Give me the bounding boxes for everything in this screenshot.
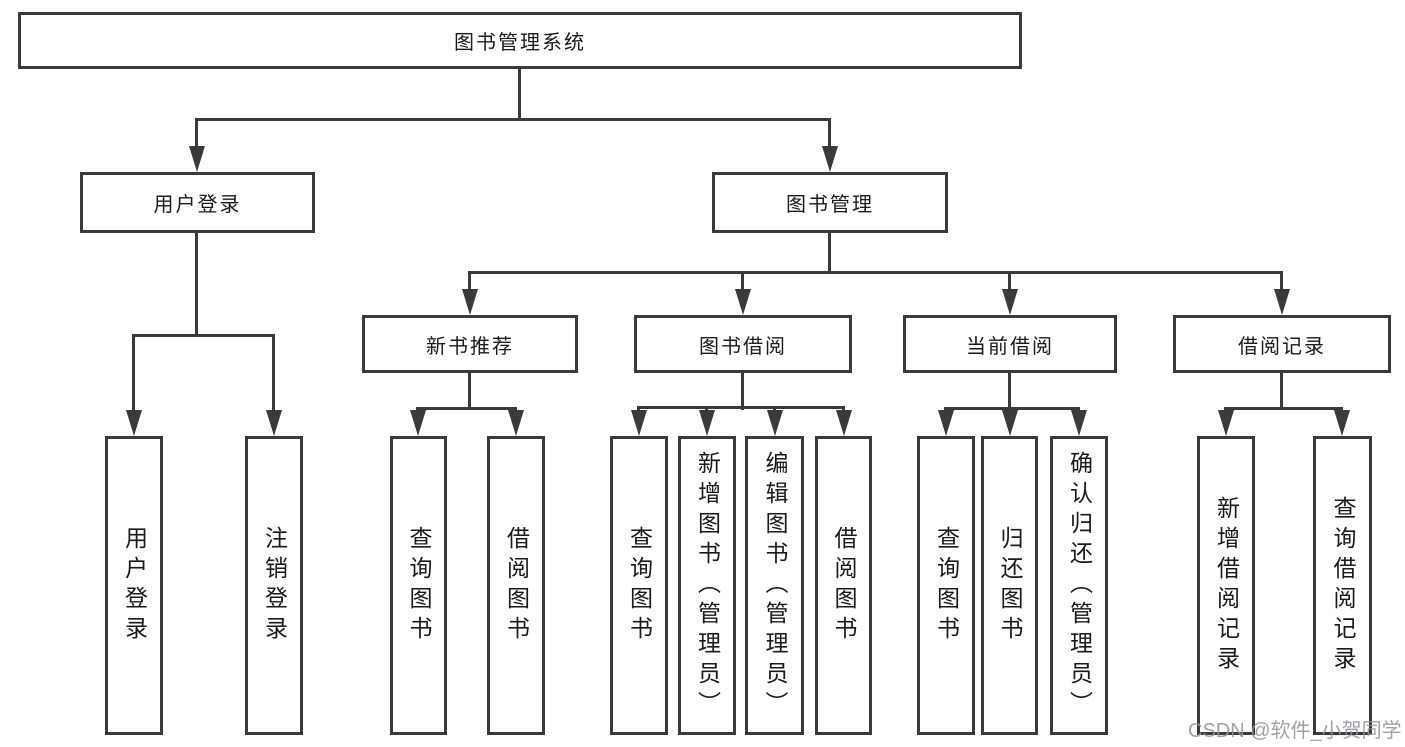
connector-line	[741, 373, 744, 410]
arrow-down-icon	[462, 289, 478, 315]
leaf-add-books-admin-label: 新增图书（管理员）	[694, 450, 721, 721]
connector-line	[518, 69, 521, 121]
arrow-down-icon	[1218, 410, 1234, 436]
leaf-query-books-borrow: 查询图书	[610, 436, 668, 735]
connector-line	[1280, 271, 1283, 293]
connector-line	[468, 373, 471, 410]
connector-line	[416, 407, 517, 410]
arrow-down-icon	[822, 146, 838, 172]
arrow-down-icon	[266, 410, 282, 436]
arrow-down-icon	[1002, 410, 1018, 436]
connector-line	[132, 334, 135, 414]
leaf-borrow-books-recommend: 借阅图书	[487, 436, 545, 735]
leaf-add-borrow-record: 新增借阅记录	[1197, 436, 1255, 735]
leaf-edit-books-admin: 编辑图书（管理员）	[745, 436, 804, 735]
connector-line	[741, 271, 744, 293]
leaf-query-books-current-label: 查询图书	[933, 525, 960, 646]
arrow-down-icon	[631, 410, 647, 436]
arrow-down-icon	[410, 410, 426, 436]
node-current-borrow-label: 当前借阅	[966, 335, 1054, 358]
node-library-system: 图书管理系统	[18, 12, 1022, 69]
leaf-confirm-return-admin: 确认归还（管理员）	[1050, 436, 1108, 735]
node-new-book-recommend: 新书推荐	[362, 315, 578, 373]
connector-line	[1280, 373, 1283, 410]
leaf-query-books-recommend-label: 查询图书	[406, 525, 432, 646]
leaf-logout: 注销登录	[245, 436, 303, 735]
node-book-management: 图书管理	[712, 172, 948, 233]
leaf-user-login: 用户登录	[105, 436, 163, 735]
connector-line	[1008, 271, 1011, 293]
node-library-system-label: 图书管理系统	[454, 32, 586, 54]
arrow-down-icon	[1274, 289, 1290, 315]
arrow-down-icon	[1002, 289, 1018, 315]
connector-line	[195, 118, 831, 121]
connector-line	[132, 334, 275, 337]
leaf-confirm-return-admin-label: 确认归还（管理员）	[1066, 450, 1093, 721]
csdn-watermark: CSDN @软件_小贺同学	[1188, 720, 1402, 742]
arrow-down-icon	[938, 410, 954, 436]
arrow-down-icon	[699, 410, 715, 436]
node-current-borrow: 当前借阅	[903, 315, 1117, 373]
connector-line	[272, 334, 275, 414]
leaf-return-books-label: 归还图书	[997, 525, 1023, 646]
node-new-book-recommend-label: 新书推荐	[426, 335, 514, 358]
connector-line	[637, 406, 845, 409]
arrow-down-icon	[836, 410, 852, 436]
leaf-query-borrow-record-label: 查询借阅记录	[1330, 495, 1356, 676]
connector-line	[195, 233, 198, 336]
connector-line	[195, 119, 198, 150]
node-borrow-records-label: 借阅记录	[1238, 335, 1326, 358]
arrow-down-icon	[1071, 410, 1087, 436]
node-book-management-label: 图书管理	[786, 194, 874, 216]
arrow-down-icon	[189, 146, 205, 172]
connector-line	[468, 271, 1283, 274]
node-user-login-label: 用户登录	[153, 194, 242, 216]
arrow-down-icon	[508, 410, 524, 436]
leaf-return-books: 归还图书	[981, 436, 1038, 735]
leaf-add-borrow-record-label: 新增借阅记录	[1213, 495, 1240, 676]
leaf-user-login-label: 用户登录	[121, 525, 148, 646]
arrow-down-icon	[126, 410, 142, 436]
leaf-borrow-books-recommend-label: 借阅图书	[503, 525, 530, 646]
node-borrow-records: 借阅记录	[1173, 315, 1391, 373]
connector-line	[1008, 373, 1011, 410]
connector-line	[468, 271, 471, 293]
connector-line	[828, 119, 831, 150]
arrow-down-icon	[735, 289, 751, 315]
arrow-down-icon	[1334, 410, 1350, 436]
leaf-borrow-books-label: 借阅图书	[831, 525, 857, 646]
connector-line	[1224, 407, 1343, 410]
leaf-logout-label: 注销登录	[261, 525, 288, 646]
node-book-borrow: 图书借阅	[634, 315, 852, 373]
connector-line	[944, 407, 1080, 410]
leaf-query-books-borrow-label: 查询图书	[626, 525, 653, 646]
leaf-query-books-recommend: 查询图书	[390, 436, 447, 735]
node-book-borrow-label: 图书借阅	[699, 335, 787, 358]
connector-line	[828, 233, 831, 273]
leaf-query-borrow-record: 查询借阅记录	[1313, 436, 1372, 735]
leaf-edit-books-admin-label: 编辑图书（管理员）	[762, 450, 788, 721]
leaf-add-books-admin: 新增图书（管理员）	[678, 436, 736, 735]
arrow-down-icon	[767, 410, 783, 436]
node-user-login: 用户登录	[80, 172, 315, 233]
leaf-query-books-current: 查询图书	[917, 436, 975, 735]
leaf-borrow-books: 借阅图书	[815, 436, 872, 735]
